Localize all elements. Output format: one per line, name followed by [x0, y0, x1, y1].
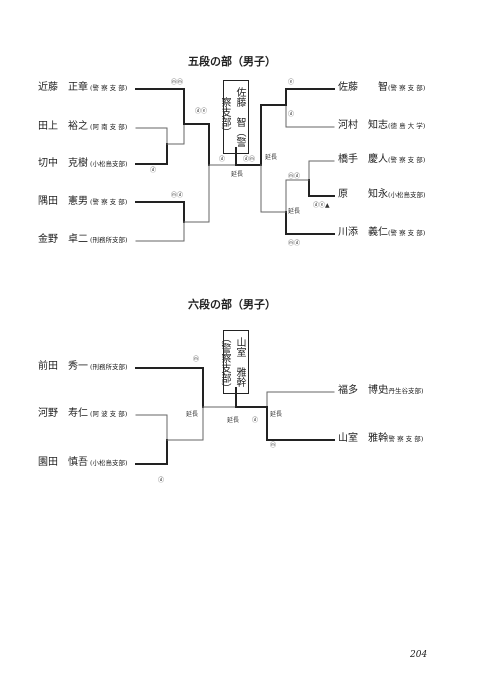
dan6-extension-3: 延長: [270, 411, 283, 418]
dan5-line-l6: [135, 201, 185, 223]
dan5-line-r5: [308, 179, 335, 197]
dan6-right-name-2: 山室 雅幹: [338, 433, 388, 444]
dan5-line-l5: [183, 123, 210, 166]
dan5-line-l2: [135, 127, 168, 145]
dan5-mark-9: ⓓⓔ▲: [313, 202, 330, 209]
dan5-line-l4: [166, 123, 185, 145]
dan6-extension-1: 延長: [186, 411, 199, 418]
dan5-mark-1: ⓜⓜ: [171, 79, 184, 86]
dan5-left-name-4: 隅田 憲男: [38, 196, 88, 207]
dan5-line-l7: [135, 221, 185, 242]
dan6-mark-2: ⓓ: [158, 477, 165, 484]
dan6-left-aff-1: (刑務所支部): [90, 363, 128, 371]
dan6-left-name-3: 園田 慎吾: [38, 457, 88, 468]
dan5-right-name-1: 佐藤 智: [338, 82, 388, 93]
dan6-champion-aff: （警察支部）: [219, 333, 230, 393]
dan5-right-aff-4: (小松島支部): [388, 191, 426, 199]
dan5-mark-11: ⓜⓓ: [288, 240, 301, 247]
dan5-left-aff-3: (小松島支部): [90, 160, 128, 168]
dan5-line-r1: [285, 88, 335, 106]
dan6-right-name-1: 福多 博史: [338, 385, 388, 396]
dan5-line-final-stem: [235, 147, 262, 166]
dan6-mark-4: ⓜ: [270, 442, 277, 449]
dan5-left-name-3: 切中 克樹: [38, 158, 88, 169]
dan5-line-r2: [285, 104, 335, 128]
dan6-title: 六段の部（男子）: [188, 298, 276, 311]
dan5-mark-10: ⓜⓓ: [288, 173, 301, 180]
dan5-line-r4: [308, 160, 335, 181]
dan5-line-l8: [183, 164, 210, 223]
dan6-left-name-1: 前田 秀一: [38, 361, 88, 372]
dan5-left-name-5: 金野 卓二: [38, 234, 88, 245]
dan6-extension-2: 延長: [227, 417, 240, 424]
dan5-champion-box: 佐藤 智（警察支部）: [219, 80, 249, 154]
dan6-champion-name: 山室 雅幹: [234, 337, 245, 387]
dan5-mark-8: ⓓ: [288, 111, 295, 118]
dan5-mark-2: ⓓⓔ: [195, 108, 208, 115]
dan5-left-name-2: 田上 裕之: [38, 121, 88, 132]
dan6-line-l1: [135, 367, 204, 408]
dan6-mark-1: ⓜ: [193, 356, 200, 363]
dan5-mark-3: ⓓ: [150, 167, 157, 174]
dan5-mark-4: ⓜⓓ: [171, 192, 184, 199]
dan5-left-aff-1: (警 察 支 部): [90, 84, 128, 92]
dan6-left-aff-2: (阿 波 支 部): [90, 410, 128, 418]
dan5-extension-2: 延長: [231, 171, 244, 178]
dan6-champion-box: 山室 雅幹 （警察支部）: [219, 330, 249, 394]
dan6-left-name-2: 河野 寿仁: [38, 408, 88, 419]
dan6-left-aff-3: (小松島支部): [90, 459, 128, 467]
page-number: 204: [410, 650, 428, 660]
dan6-line-final-stem: [235, 387, 268, 408]
dan5-champion-name: 佐藤 智: [234, 87, 245, 127]
dan5-left-aff-5: (刑務所支部): [90, 236, 128, 244]
dan5-right-aff-1: (警 察 支 部): [388, 84, 426, 92]
dan5-right-name-4: 原 知永: [338, 189, 388, 200]
dan5-line-r8: [260, 164, 287, 213]
dan6-line-l2: [135, 414, 168, 441]
dan6-right-aff-1: (丹生谷支部): [386, 387, 424, 395]
dan6-line-l4: [166, 406, 204, 441]
dan5-mark-5: ⓓ: [219, 156, 226, 163]
dan6-right-aff-2: (警 察 支 部): [386, 435, 424, 443]
dan5-extension-1: 延長: [265, 154, 278, 161]
dan5-left-aff-2: (阿 南 支 部): [90, 123, 128, 131]
dan5-line-r6: [285, 179, 310, 213]
dan5-mark-6: ⓓⓜ: [243, 156, 256, 163]
dan5-mark-7: ⓔ: [288, 79, 295, 86]
dan5-left-aff-4: (警 察 支 部): [90, 198, 128, 206]
dan6-line-l3: [135, 439, 168, 465]
dan6-line-r1: [266, 391, 335, 408]
dan5-right-aff-5: (警 察 支 部): [388, 229, 426, 237]
dan6-mark-3: ⓓ: [252, 417, 259, 424]
dan5-right-aff-2: (徳 島 大 学): [388, 122, 426, 130]
dan5-line-r7: [285, 211, 335, 235]
dan5-line-l1: [135, 88, 185, 125]
dan5-line-l3: [135, 143, 168, 165]
dan5-title: 五段の部（男子）: [188, 55, 276, 68]
dan5-extension-3: 延長: [288, 208, 301, 215]
dan5-left-name-1: 近藤 正章: [38, 82, 88, 93]
dan5-right-name-3: 橋手 慶人: [338, 154, 388, 165]
dan6-line-r2: [266, 406, 335, 441]
dan5-right-aff-3: (警 察 支 部): [388, 156, 426, 164]
dan5-line-r3: [260, 104, 287, 166]
dan5-right-name-2: 河村 知志: [338, 120, 388, 131]
dan5-champion-aff: （警察支部）: [219, 97, 245, 147]
dan5-right-name-5: 川添 義仁: [338, 227, 388, 238]
